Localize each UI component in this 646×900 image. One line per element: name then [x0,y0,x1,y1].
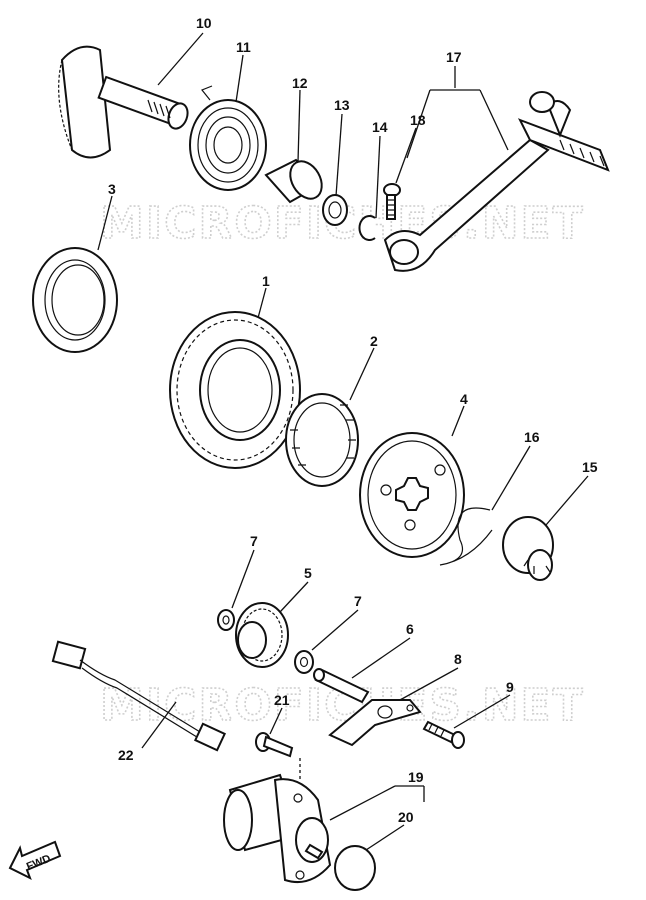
part-7-washer-lower[interactable] [294,650,314,674]
part-6-shaft[interactable] [313,668,370,704]
callout-2: 2 [370,333,378,349]
callout-11: 11 [236,39,251,55]
callout-5: 5 [304,565,312,581]
part-17-kick-lever[interactable] [383,91,610,272]
callout-7-upper: 7 [250,533,258,549]
callout-21: 21 [274,692,290,708]
part-22-wire-harness[interactable] [51,640,227,752]
part-18-bolt[interactable] [383,183,401,220]
callout-18: 18 [410,112,426,128]
part-12-bushing[interactable] [264,156,328,205]
callout-8: 8 [454,651,462,667]
callout-3: 3 [108,181,116,197]
callout-17: 17 [446,49,462,65]
callout-22: 22 [118,747,134,763]
part-8-plate-bracket[interactable] [328,699,422,747]
callout-labels: 10 11 12 13 14 18 17 3 1 2 4 16 15 7 5 7… [108,15,598,825]
leader-lines [97,32,589,851]
part-16-spring-clip[interactable] [439,507,493,566]
part-14-circlip[interactable] [358,215,376,241]
callout-7-lower: 7 [354,593,362,609]
part-10-kick-gear[interactable] [58,45,191,159]
callout-6: 6 [406,621,414,637]
callout-9: 9 [506,679,514,695]
part-2-roller-bearing[interactable] [285,393,359,487]
part-3-seal-ring[interactable] [32,247,118,353]
part-20-o-ring[interactable] [334,845,376,891]
callout-1: 1 [262,273,270,289]
callout-14: 14 [372,119,388,135]
part-21-bolt[interactable] [255,732,294,758]
callout-13: 13 [334,97,350,113]
part-11-torsion-spring[interactable] [189,85,267,191]
callout-16: 16 [524,429,540,445]
fwd-arrow-icon: FWD [8,840,62,881]
part-4-clutch-plate[interactable] [359,432,465,558]
callout-20: 20 [398,809,414,825]
callout-19: 19 [408,769,424,785]
part-1-ring-gear[interactable] [169,311,301,469]
part-7-washer-upper[interactable] [217,609,235,631]
part-19-starter-motor[interactable] [223,773,332,884]
callout-4: 4 [460,391,468,407]
callout-12: 12 [292,75,308,91]
callout-15: 15 [582,459,598,475]
callout-10: 10 [196,15,212,31]
part-13-washer[interactable] [322,194,348,226]
part-9-bolt[interactable] [422,720,465,749]
part-15-pinion-gear[interactable] [502,516,554,581]
part-5-idler-gear[interactable] [235,602,289,668]
